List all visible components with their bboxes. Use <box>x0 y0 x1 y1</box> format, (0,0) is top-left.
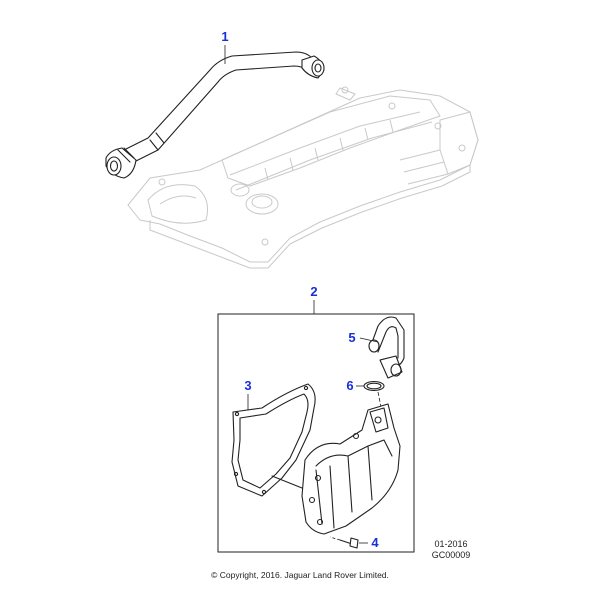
breather-hose-part-1[interactable] <box>105 51 325 179</box>
callout-1: 1 <box>221 29 228 44</box>
leader-line-5 <box>359 337 379 343</box>
callout-4: 4 <box>371 535 379 550</box>
copyright-notice: © Copyright, 2016. Jaguar Land Rover Lim… <box>211 570 389 580</box>
bolt-part-4[interactable] <box>329 536 359 549</box>
callout-5: 5 <box>348 330 355 345</box>
engine-cover-ghost <box>127 86 479 269</box>
diagram-ref-code: GC00009 <box>431 550 471 560</box>
diagram-date-code: 01-2016 <box>434 539 468 549</box>
kit-group-box <box>217 313 415 553</box>
assembly-centerline <box>377 391 383 413</box>
small-hose-part-5[interactable] <box>368 316 405 379</box>
oil-separator-body[interactable] <box>271 403 401 535</box>
callout-6: 6 <box>346 378 353 393</box>
callout-2: 2 <box>310 284 317 299</box>
gasket-part-3[interactable] <box>231 383 316 497</box>
callout-3: 3 <box>244 378 251 393</box>
o-ring-part-6[interactable] <box>363 380 385 392</box>
